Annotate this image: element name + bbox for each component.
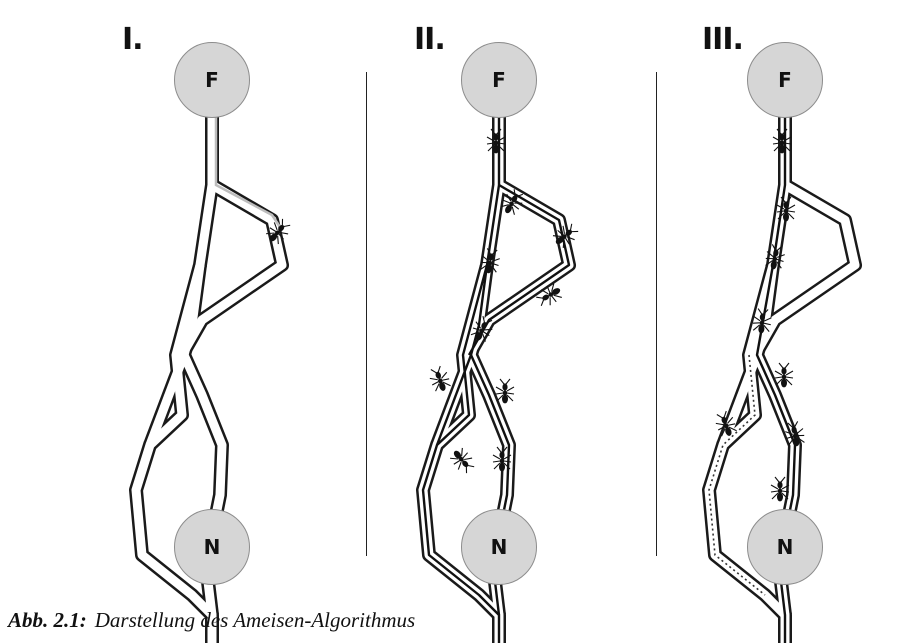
divider-1 [366, 72, 367, 556]
food-node-1: F [174, 42, 250, 118]
figure-caption-text: Darstellung des Ameisen-Algorithmus [94, 608, 416, 632]
panel-label-3: III. [702, 22, 744, 57]
panel-3-routes [709, 115, 855, 643]
panel-label-2: II. [414, 22, 446, 57]
nest-node-1: N [174, 509, 250, 585]
nest-node-3: N [747, 509, 823, 585]
divider-2 [656, 72, 657, 556]
figure-caption-label: Abb. 2.1: [8, 608, 87, 632]
panel-label-1: I. [122, 22, 144, 57]
figure-caption: Abb. 2.1: Darstellung des Ameisen-Algorit… [8, 608, 415, 633]
panel-1-routes [136, 115, 282, 643]
nest-node-2: N [461, 509, 537, 585]
food-node-3: F [747, 42, 823, 118]
food-node-2: F [461, 42, 537, 118]
